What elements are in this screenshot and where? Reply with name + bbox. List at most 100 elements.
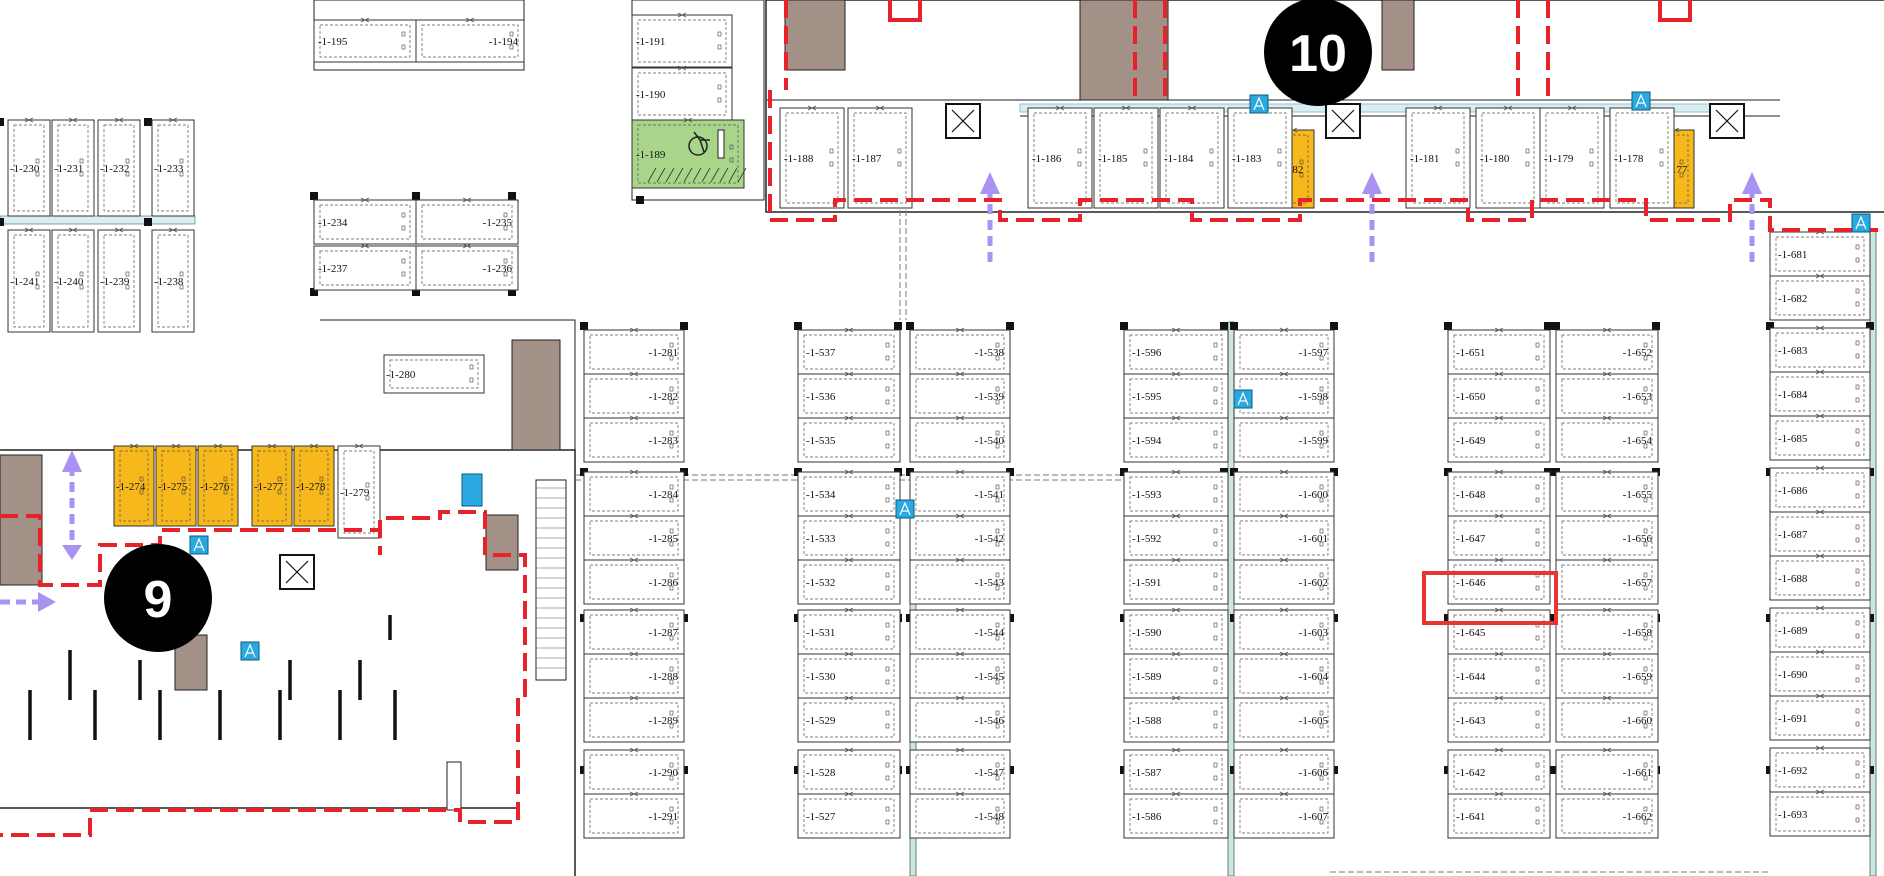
space-divider-mark [955,747,965,753]
space-inner-box [915,520,1005,556]
space-inner-box [1775,236,1865,272]
parking-space: -1-230 [7,117,51,217]
space-inner-box [1239,702,1329,738]
parking-space: -1-275 [155,443,197,527]
wheel-stop [503,212,508,218]
space-divider-mark [129,443,139,449]
space-divider-mark [1279,695,1289,701]
wheel-stop [669,355,674,361]
space-inner-box [589,564,679,600]
wheel-stop [35,171,40,177]
space-divider-mark [629,651,639,657]
space-outline [1769,747,1871,793]
space-divider-mark [1602,415,1612,421]
space-outline [1447,515,1551,561]
space-inner-box [1453,378,1545,414]
space-divider-mark [1815,465,1825,471]
space-divider-mark [955,695,965,701]
space-divider-mark [629,695,639,701]
space-label: -1-662 [1623,811,1652,823]
wheel-stop [1213,572,1218,578]
space-divider-mark [24,117,34,123]
space-outline [909,417,1011,463]
space-inner-box [1775,560,1865,596]
space-inner-box [915,658,1005,694]
building-boundary-layer [0,0,1884,837]
parking-space: -1-607 [1233,791,1335,839]
space-outline [631,67,733,121]
space-outline [1447,471,1551,517]
space-divider-mark [1171,513,1181,519]
structural-column [1230,322,1238,330]
parking-space: -1-190 [631,65,733,121]
space-label: -1-279 [340,487,370,499]
wheel-stop [401,212,406,218]
wheel-stop [1535,585,1540,591]
space-outline [1609,107,1675,209]
parking-space: -1-231 [51,117,95,217]
hatch-line [674,167,684,183]
wheel-stop [1455,148,1460,154]
space-divider-mark [955,469,965,475]
space-outline [909,697,1011,743]
elevator-box [1709,103,1745,139]
space-outline [1447,653,1551,699]
space-label: -1-548 [975,811,1005,823]
space-inner-box [803,422,895,458]
marker-glyph [1253,96,1265,111]
space-divider-mark [1494,513,1504,519]
space-outline [1233,793,1335,839]
wheel-stop [139,489,144,495]
wheel-stop [1643,666,1648,672]
parking-space: -1-691 [1769,693,1871,741]
parking-space: -1-286 [583,557,685,605]
wheel-stop [995,497,1000,503]
space-divider-mark [1602,557,1612,563]
hatch-line [719,167,729,183]
structural-column [1652,322,1660,330]
space-label: -1-276 [200,481,230,493]
space-outline [797,373,901,419]
parking-space: -1-693 [1769,789,1871,837]
wheel-stop [885,666,890,672]
wheel-stop [885,541,890,547]
building-badges-layer: 910 [104,0,1372,652]
parking-space: -1-289 [583,695,685,743]
wheel-stop [509,44,514,50]
elevator-cross [1331,109,1355,133]
wheel-stop [1209,148,1214,154]
parking-space: -1-593 [1123,469,1229,517]
wheel-stop [1535,679,1540,685]
space-outline [797,793,901,839]
space-label: -1-532 [806,577,835,589]
space-inner-box [589,614,679,650]
wheel-stop [885,679,890,685]
wheel-stop [1319,666,1324,672]
parking-space: -1-690 [1769,649,1871,697]
space-divider-mark [955,327,965,333]
building-number: 10 [1289,25,1347,83]
parking-space: -1-235 [415,197,519,245]
wheelchair-icon [647,129,747,183]
space-divider-mark [844,327,854,333]
core-rooms-layer [0,0,1745,691]
charger-a-icon [895,499,915,519]
parking-space: -1-655 [1555,469,1659,517]
space-divider-mark [168,227,178,233]
space-outline [1123,329,1229,375]
parking-space: -1-181 [1405,105,1471,209]
space-outline [909,373,1011,419]
space-label: -1-234 [318,217,348,229]
space-divider-mark [1279,415,1289,421]
space-label: -1-236 [483,263,513,275]
wheel-stop [1319,443,1324,449]
space-outline [97,229,141,333]
wheel-stop [669,679,674,685]
wheel-stop [669,342,674,348]
space-label: -1-195 [318,36,348,48]
hatch-line [737,167,747,183]
space-label: -1-289 [649,715,679,727]
space-label: -1-602 [1299,577,1328,589]
parking-space: -1-683 [1769,325,1871,373]
space-label: -1-287 [649,627,679,639]
